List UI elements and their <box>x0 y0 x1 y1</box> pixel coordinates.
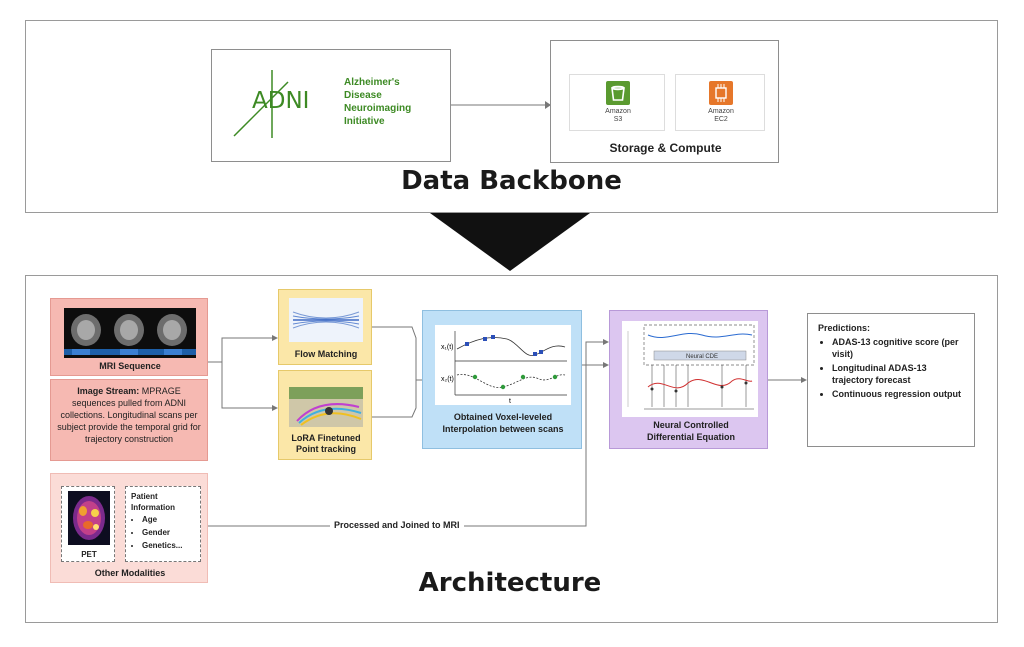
pet-label: PET <box>81 550 97 559</box>
adni-line-2: Disease <box>344 90 382 101</box>
ec2-chip-icon <box>709 81 733 105</box>
predictions-box: Predictions: ADAS-13 cognitive score (pe… <box>807 313 975 447</box>
interpolation-plot: x₁(t) x₂(t) t <box>435 325 571 405</box>
adni-logo-box: ADNI Alzheimer's Disease Neuroimaging In… <box>211 49 451 162</box>
storage-compute-box: Amazon S3 Amazon EC2 Storage & Compute <box>550 40 779 163</box>
interp-y2-label: x₂(t) <box>441 376 454 383</box>
other-modalities-label: Other Modalities <box>94 568 166 578</box>
neural-cde-inner-label: Neural CDE <box>686 354 718 360</box>
neural-cde-box: Neural CDE Neural Controlled Differentia… <box>609 310 768 449</box>
mri-brain-scans-icon <box>64 314 196 355</box>
mri-sequence-box: MRI Sequence <box>50 298 208 376</box>
patient-item-gender: Gender <box>142 527 195 538</box>
data-backbone-panel <box>25 20 998 213</box>
mri-scan-strip <box>64 308 196 358</box>
image-stream-box: Image Stream: MPRAGE sequences pulled fr… <box>50 379 208 461</box>
adni-full-name: Alzheimer's Disease Neuroimaging Initiat… <box>344 76 411 128</box>
ec2-label: Amazon EC2 <box>708 108 734 123</box>
patient-info-title: Patient Information <box>131 492 175 512</box>
adni-logo-text: ADNI <box>252 88 310 114</box>
patient-info-box: Patient Information Age Gender Genetics.… <box>125 486 201 562</box>
patient-item-genetics: Genetics... <box>142 540 195 551</box>
neural-cde-diagram: Neural CDE <box>622 321 758 417</box>
flow-matching-label: Flow Matching <box>294 349 358 359</box>
image-stream-heading: Image Stream: <box>77 386 140 396</box>
adni-line-1: Alzheimer's <box>344 77 400 88</box>
lora-label: LoRA Finetuned Point tracking <box>291 433 361 454</box>
pet-scan-icon <box>68 491 110 545</box>
s3-bucket-icon <box>606 81 630 105</box>
image-stream-text: MPRAGE sequences pulled from ADNI collec… <box>57 386 201 444</box>
predictions-title: Predictions: <box>818 323 871 333</box>
point-tracking-image-icon <box>289 387 363 427</box>
ec2-card: Amazon EC2 <box>675 74 765 131</box>
interpolation-box: x₁(t) x₂(t) t Obtained Voxel-leveled Int… <box>422 310 582 449</box>
adni-logo-lines <box>233 70 289 138</box>
interp-y1-label: x₁(t) <box>441 344 453 351</box>
neural-cde-label: Neural Controlled Differential Equation <box>646 420 735 442</box>
data-backbone-title: Data Backbone <box>401 166 622 196</box>
architecture-title: Architecture <box>418 568 602 598</box>
flow-matching-box: Flow Matching <box>278 289 372 365</box>
prediction-item-1: ADAS-13 cognitive score (per visit) <box>832 336 964 360</box>
patient-item-age: Age <box>142 514 195 525</box>
adni-line-3: Neuroimaging <box>344 103 412 114</box>
pet-box: PET <box>61 486 115 562</box>
down-arrow-triangle <box>430 213 590 271</box>
s3-label: Amazon S3 <box>605 108 631 123</box>
mri-sequence-label: MRI Sequence <box>99 361 161 371</box>
patient-info-list: Age Gender Genetics... <box>131 514 195 551</box>
interp-x-label: t <box>509 398 511 405</box>
predictions-list: ADAS-13 cognitive score (per visit) Long… <box>818 336 964 400</box>
interpolation-label: Obtained Voxel-leveled Interpolation bet… <box>442 412 564 434</box>
flow-field-icon <box>289 298 363 342</box>
join-label: Processed and Joined to MRI <box>330 520 464 530</box>
prediction-item-2: Longitudinal ADAS-13 trajectory forecast <box>832 362 964 386</box>
adni-line-4: Initiative <box>344 116 385 127</box>
storage-compute-label: Storage & Compute <box>609 141 722 155</box>
lora-point-tracking-box: LoRA Finetuned Point tracking <box>278 370 372 460</box>
adni-to-storage-arrow <box>451 101 551 109</box>
s3-card: Amazon S3 <box>569 74 665 131</box>
other-modalities-box: PET Patient Information Age Gender Genet… <box>50 473 208 583</box>
prediction-item-3: Continuous regression output <box>832 388 964 400</box>
